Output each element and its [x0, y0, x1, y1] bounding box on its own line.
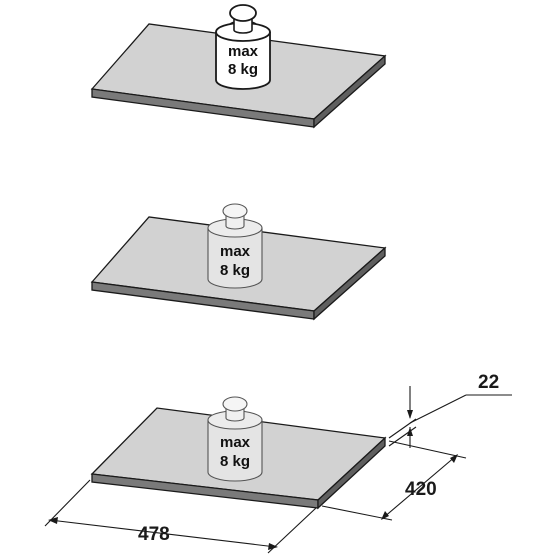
weight-1-knob	[229, 4, 257, 22]
shelf-3: max 8 kg	[90, 396, 387, 510]
shelf-1: max 8 kg	[90, 4, 387, 129]
depth-arrowhead-front	[381, 511, 389, 520]
depth-ext-line-front	[321, 505, 393, 521]
width-dimension-line	[49, 519, 277, 548]
weight-2-knob	[222, 203, 248, 219]
weight-3: max 8 kg	[207, 396, 263, 482]
width-ext-line-left	[44, 479, 91, 527]
dimension-width	[44, 479, 317, 554]
weight-2-label-kg: 8 kg	[220, 262, 250, 279]
dimension-width-label: 478	[138, 524, 170, 545]
shelf-1-side-edge	[313, 54, 386, 129]
weight-1: max 8 kg	[215, 4, 271, 90]
thickness-arrowhead-bottom	[407, 427, 413, 436]
weight-1-label-kg: 8 kg	[228, 61, 258, 78]
weight-3-label-max: max	[220, 434, 251, 451]
weight-3-knob	[222, 396, 248, 412]
depth-ext-line-back	[388, 440, 467, 459]
weight-3-label-kg: 8 kg	[220, 453, 250, 470]
weight-2-neck	[225, 216, 245, 230]
thickness-arrowhead-top	[407, 410, 413, 419]
weight-2: max 8 kg	[207, 203, 263, 289]
width-ext-line-right	[267, 507, 317, 554]
dimension-thickness-label: 22	[478, 372, 499, 393]
dimension-thickness	[388, 386, 512, 448]
weight-2-cylinder	[207, 228, 263, 289]
depth-dimension-line	[382, 455, 457, 519]
weight-3-cylinder	[207, 420, 263, 482]
thickness-leader-line	[409, 394, 467, 424]
shelf-2: max 8 kg	[90, 203, 387, 321]
dimension-depth	[321, 440, 467, 521]
weight-1-cylinder	[215, 32, 271, 90]
shelf-3-side-edge	[317, 436, 386, 510]
weight-1-neck	[233, 18, 253, 34]
dimension-depth-label: 420	[405, 479, 437, 500]
weight-3-neck	[225, 408, 245, 422]
thickness-ext-line-bottom	[388, 426, 417, 447]
weight-1-label-max: max	[228, 43, 259, 60]
shelf-2-side-edge	[313, 246, 386, 321]
width-arrowhead-right	[268, 543, 278, 550]
depth-arrowhead-back	[450, 454, 458, 463]
width-arrowhead-left	[48, 517, 58, 524]
weight-2-label-max: max	[220, 243, 251, 260]
